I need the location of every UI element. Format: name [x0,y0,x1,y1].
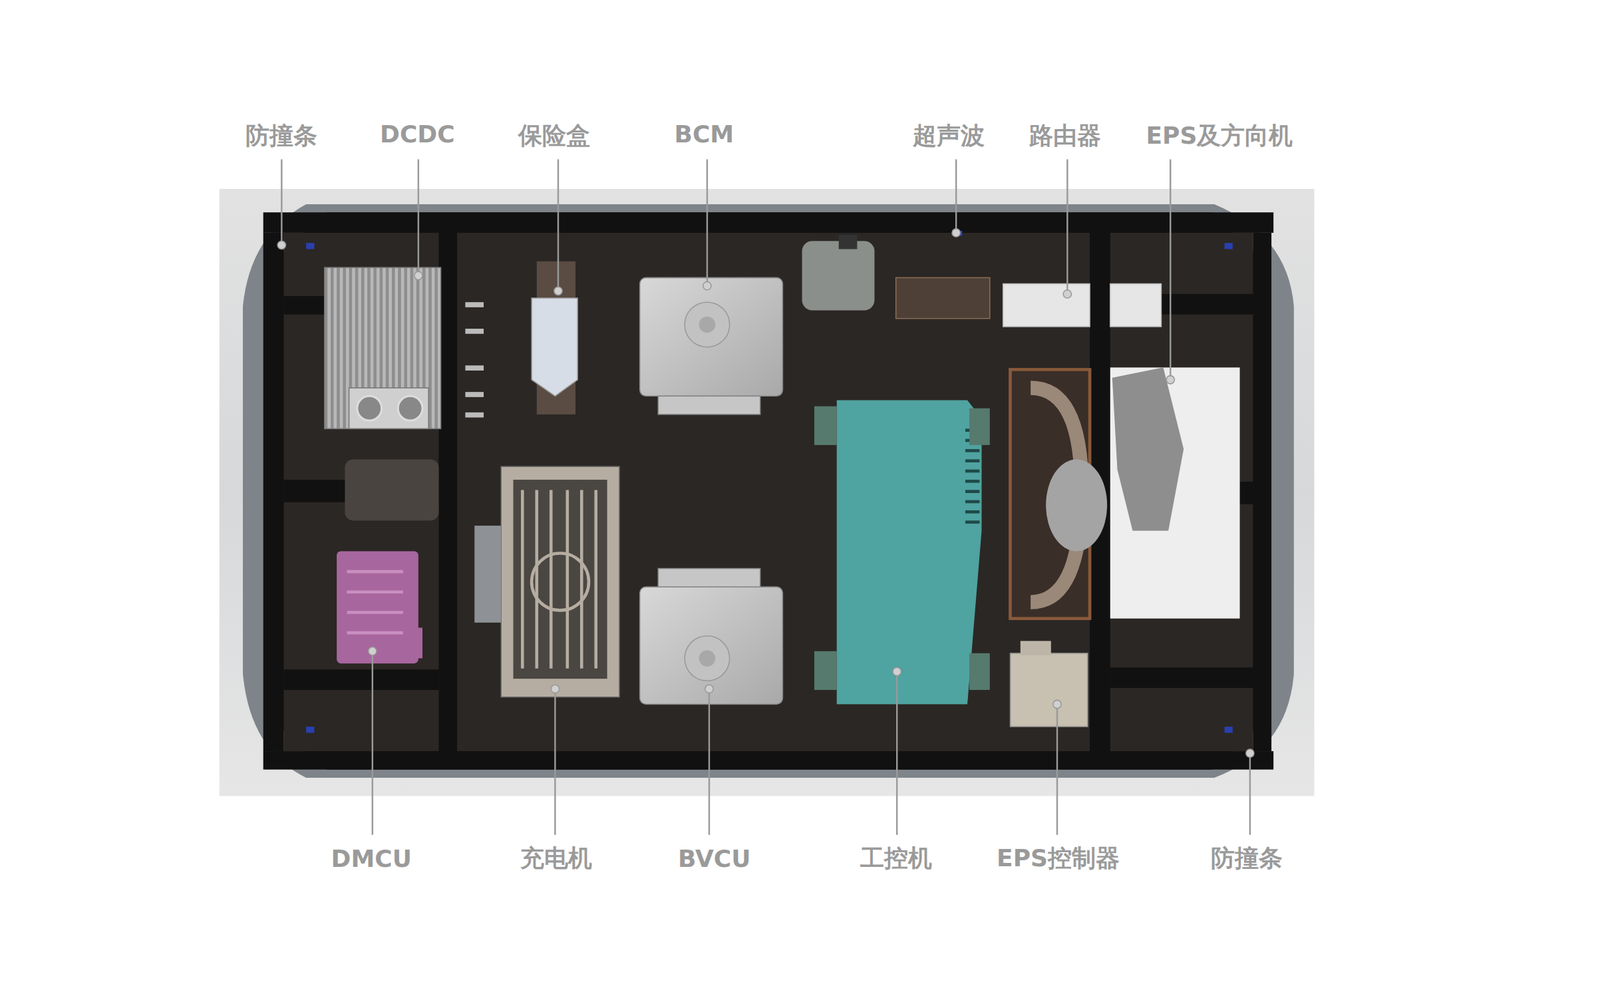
part-label: 路由器 [1029,122,1102,150]
part-label: DMCU [331,846,412,873]
part-label: 保险盒 [518,122,591,150]
part-label: DCDC [379,121,456,149]
part-label: 防撞条 [1210,844,1283,872]
part-label: 充电机 [520,844,593,872]
part-label: BVCU [677,846,752,873]
part-label: 工控机 [860,844,933,872]
part-label: BCM [673,121,734,149]
part-label: 防撞条 [245,122,318,150]
part-label: 超声波 [912,122,985,150]
part-label: EPS控制器 [996,844,1120,872]
part-label: EPS及方向机 [1145,122,1293,150]
